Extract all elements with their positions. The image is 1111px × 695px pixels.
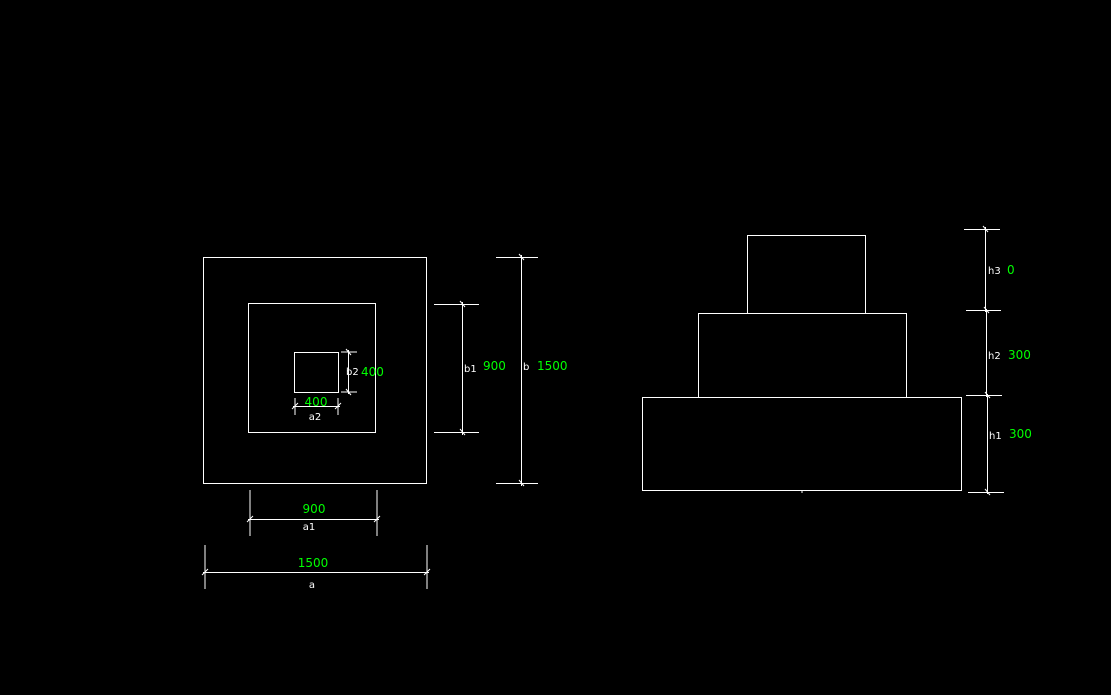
dimension-h2-label: h2 [988,351,1001,362]
dimension-h3-value: 0 [1007,263,1015,277]
dimension-h3-tick-top [982,225,989,233]
dimension-h1-value: 300 [1009,427,1032,441]
dimension-a2-tick-left [291,402,299,410]
dimension-b1-label: b1 [464,364,477,375]
dimension-b-label: b [523,362,529,373]
dimension-h1-label: h1 [989,431,1002,442]
dimension-a-value: 1500 [298,556,329,570]
dimension-h3-label: h3 [988,266,1001,277]
dimension-b: b 1500 [496,253,568,487]
dimension-b-value: 1500 [537,359,568,373]
plan-view [203,257,427,484]
dimension-a1-tick-right [373,515,381,523]
dimension-b-tick-bottom [518,479,525,487]
dimension-a: 1500 a [201,545,431,591]
dimension-h2-tick-top [983,306,990,314]
section-dimension-chain: h3 0 h2 300 h1 300 [964,225,1032,496]
dimension-a-tick-right [423,568,431,576]
dimension-b1-tick-top [459,300,466,308]
dimension-a2-label: a2 [309,412,322,423]
dimension-b2-label: b2 [346,367,359,378]
dimension-b1: b1 900 [434,300,506,436]
dimension-b-tick-top [518,253,525,261]
dimension-a1-label: a1 [303,522,316,533]
dimension-b2-tick-top [345,348,352,356]
column-stub [747,235,866,313]
section-view [642,235,962,493]
dimension-a1-tick-left [246,515,254,523]
dimension-a2-value: 400 [305,395,328,409]
dimension-a-tick-left [201,568,209,576]
middle-step [698,313,907,398]
dimension-a1: 900 a1 [246,490,381,536]
middle-step-outline [248,303,376,433]
dimension-h2-value: 300 [1008,348,1031,362]
outer-step-outline [203,257,427,484]
dimension-b2-tick-bottom [345,388,352,396]
bottom-step [642,397,962,491]
dimension-b1-tick-bottom [459,428,466,436]
dimension-a2: 400 a2 [291,395,342,423]
dimension-h1-tick-bottom [984,488,991,496]
dimension-a-label: a [309,580,315,591]
dimension-h1-tick-top [984,391,991,399]
dimension-a1-value: 900 [303,502,326,516]
dimension-b2-value: 400 [361,365,384,379]
column-outline [294,352,339,393]
dimension-b2: b2 400 [341,348,384,396]
dimension-b1-value: 900 [483,359,506,373]
dimension-a2-tick-right [334,402,342,410]
